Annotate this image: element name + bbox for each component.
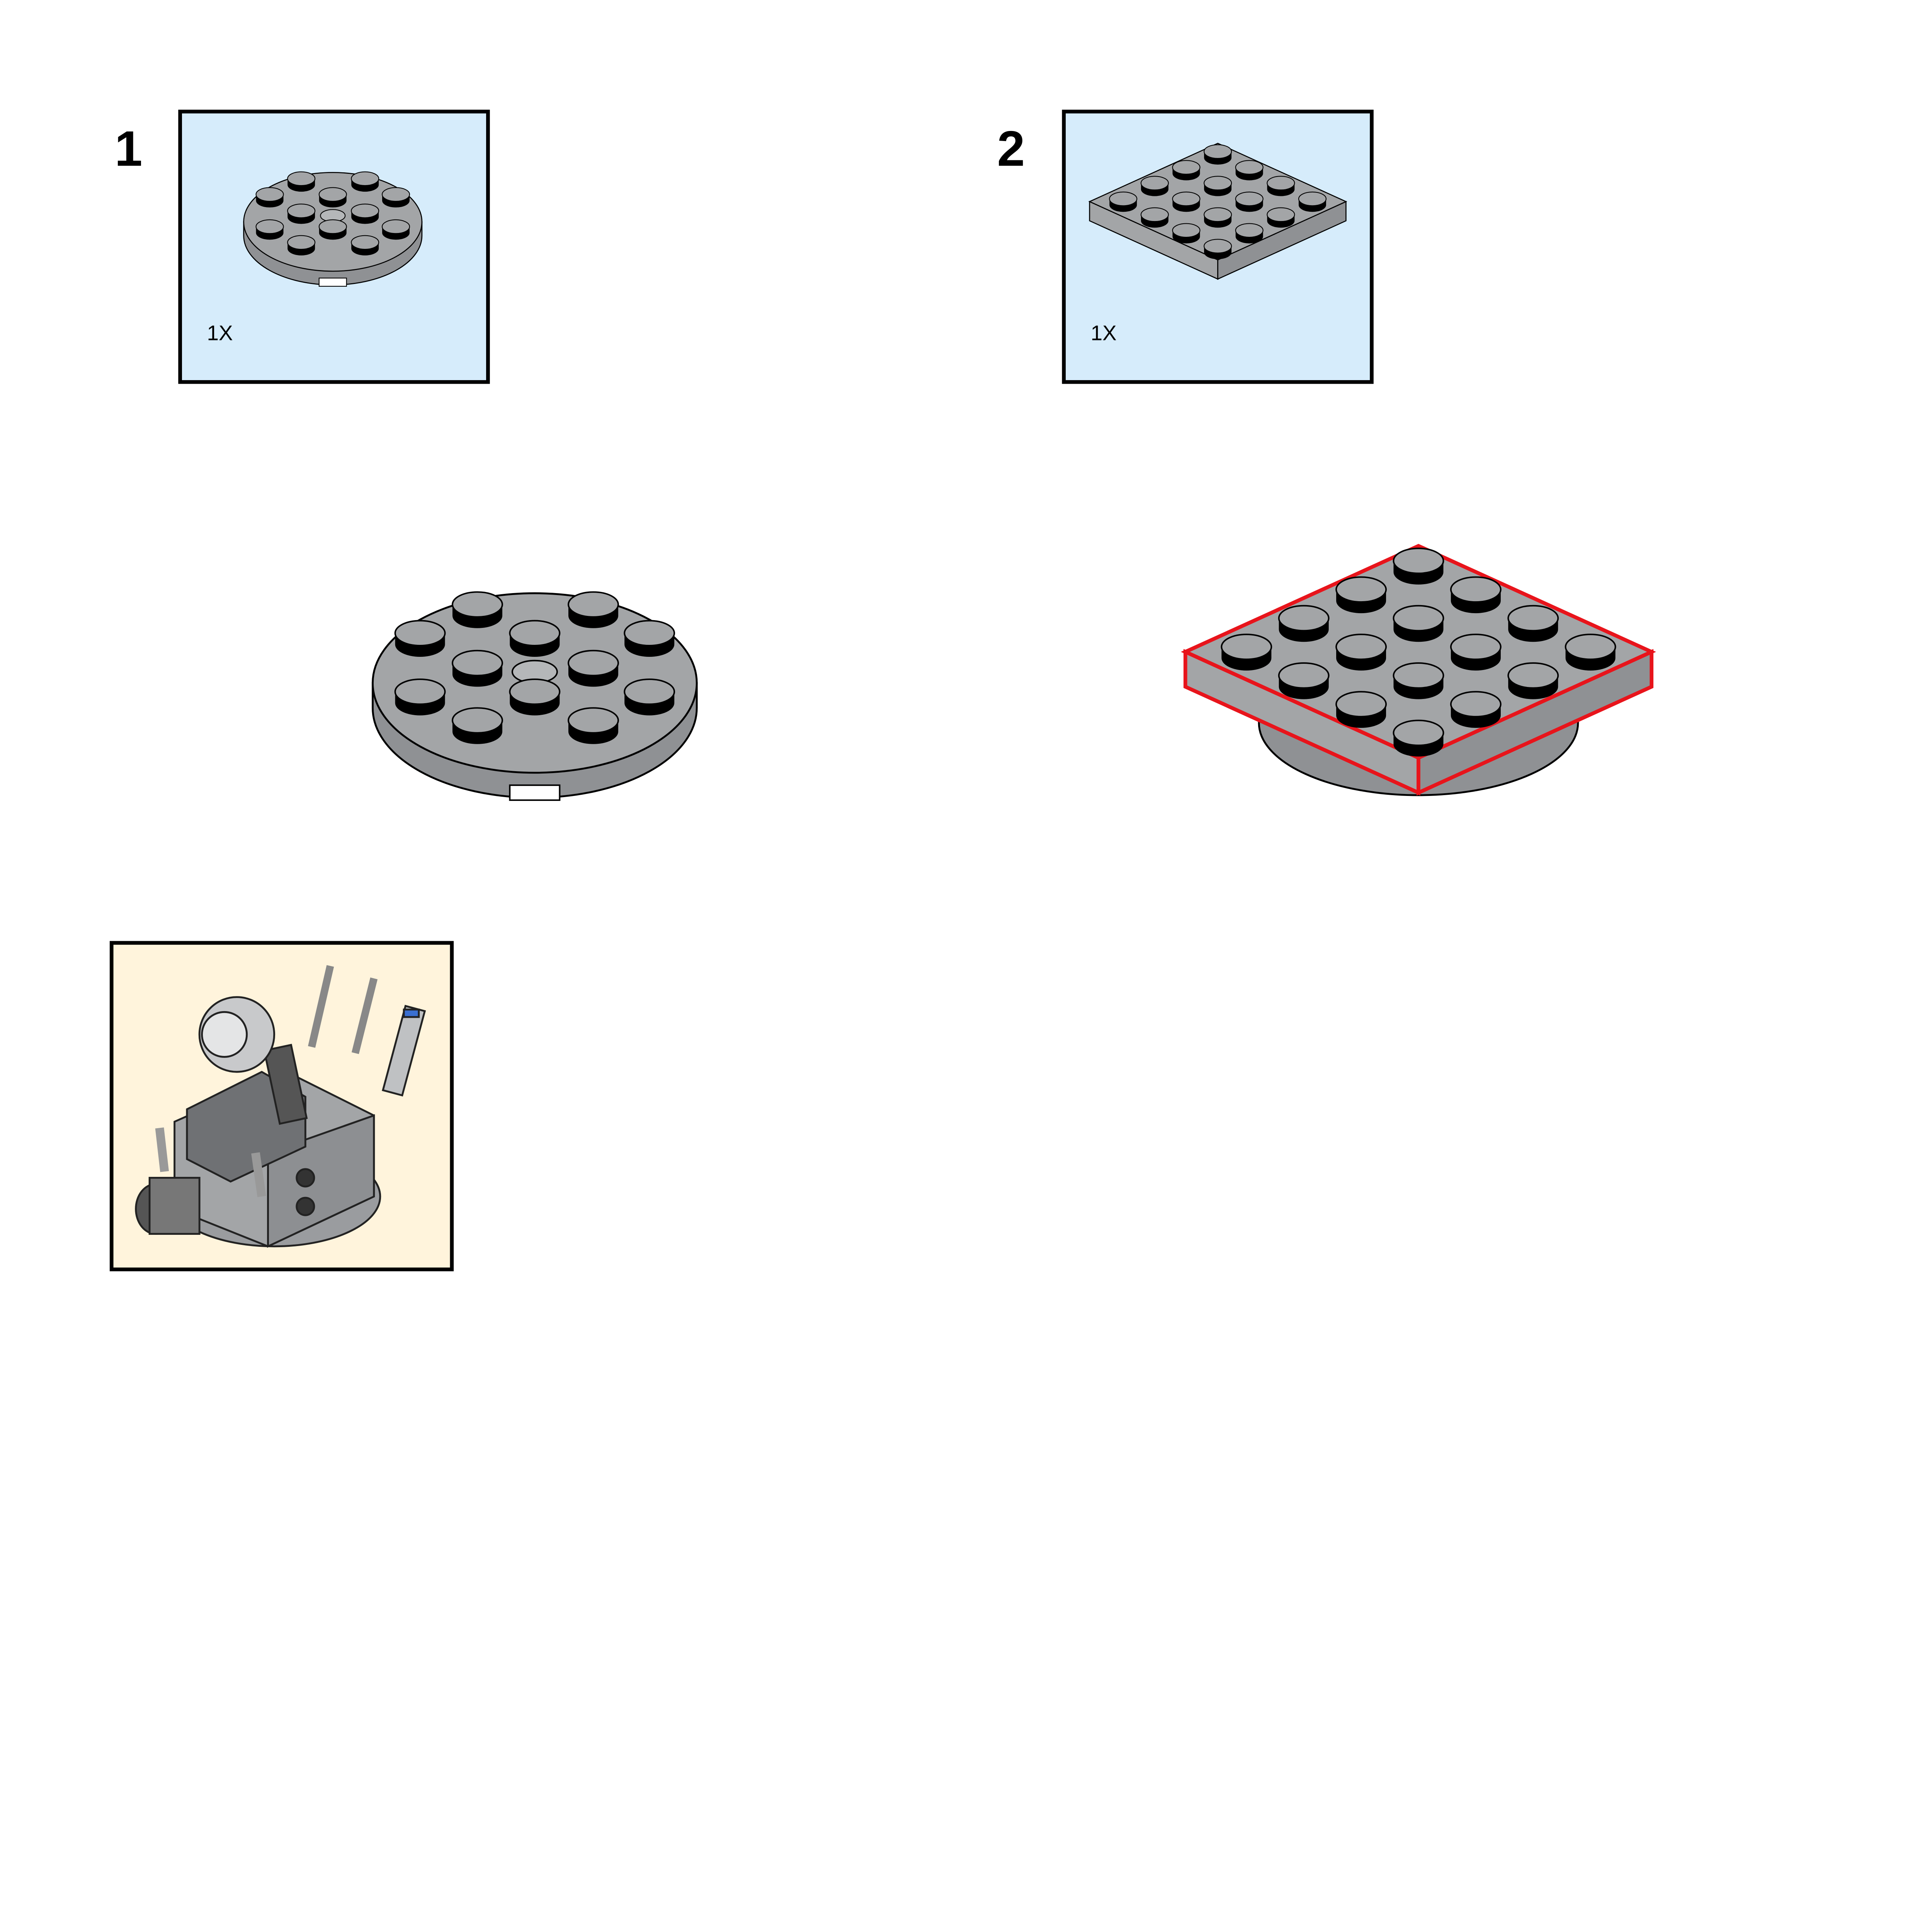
- stud: [351, 235, 379, 256]
- stud: [394, 678, 446, 716]
- stud: [1278, 605, 1330, 642]
- stud: [1393, 719, 1444, 757]
- step-1-assembly-round-plate: [372, 591, 698, 801]
- stud: [509, 678, 561, 716]
- stud: [1109, 191, 1138, 212]
- stud: [624, 620, 675, 657]
- stud: [1507, 662, 1559, 699]
- stud: [381, 187, 410, 207]
- stud: [381, 219, 410, 240]
- stud: [1172, 160, 1201, 180]
- stud: [1235, 223, 1264, 243]
- stud: [318, 219, 347, 240]
- final-model-box: [109, 941, 454, 1272]
- step-2-assembly-square-plate-on-round-plate: [1181, 544, 1656, 796]
- stud: [287, 203, 316, 224]
- stud: [1140, 176, 1169, 196]
- stud: [287, 235, 316, 256]
- stud: [1204, 176, 1232, 196]
- stud: [318, 187, 347, 207]
- completed-model-icon: [135, 965, 426, 1248]
- step-number-1: 1: [115, 121, 143, 177]
- round-plate-4x4-icon: [243, 171, 423, 287]
- parts-list-box-step-2: 1X: [1062, 109, 1374, 384]
- stud: [351, 171, 379, 192]
- part-quantity-step-1: 1X: [207, 321, 233, 345]
- stud: [509, 620, 561, 657]
- part-quantity-step-2: 1X: [1091, 321, 1117, 345]
- stud: [394, 620, 446, 657]
- stud: [452, 707, 503, 744]
- stud: [1267, 207, 1295, 228]
- stud: [624, 678, 675, 716]
- stud: [1393, 547, 1444, 585]
- stud: [1204, 144, 1232, 165]
- instruction-page: 1 1X 2 1X: [109, 109, 1656, 1272]
- stud: [1172, 223, 1201, 243]
- stud: [568, 649, 619, 687]
- stud: [1235, 191, 1264, 212]
- stud: [1450, 576, 1502, 614]
- stud: [1267, 176, 1295, 196]
- stud: [1450, 633, 1502, 671]
- parts-list-box-step-1: 1X: [178, 109, 490, 384]
- stud: [1140, 207, 1169, 228]
- stud: [452, 649, 503, 687]
- stud: [351, 203, 379, 224]
- stud: [1204, 239, 1232, 259]
- stud: [1235, 160, 1264, 180]
- stud: [1204, 207, 1232, 228]
- stud: [452, 591, 503, 628]
- stud: [255, 219, 284, 240]
- stud: [255, 187, 284, 207]
- stud: [1393, 662, 1444, 699]
- stud: [568, 591, 619, 628]
- stud: [1335, 691, 1387, 728]
- stud: [1221, 633, 1272, 671]
- stud: [1278, 662, 1330, 699]
- step-number-2: 2: [997, 121, 1025, 177]
- stud: [1172, 191, 1201, 212]
- stud: [1565, 633, 1616, 671]
- square-plate-4x4-icon: [1088, 143, 1347, 280]
- stud: [1507, 605, 1559, 642]
- stud: [1335, 576, 1387, 614]
- stud: [287, 171, 316, 192]
- stud: [1298, 191, 1327, 212]
- stud: [1393, 605, 1444, 642]
- stud: [1450, 691, 1502, 728]
- stud: [1335, 633, 1387, 671]
- stud: [568, 707, 619, 744]
